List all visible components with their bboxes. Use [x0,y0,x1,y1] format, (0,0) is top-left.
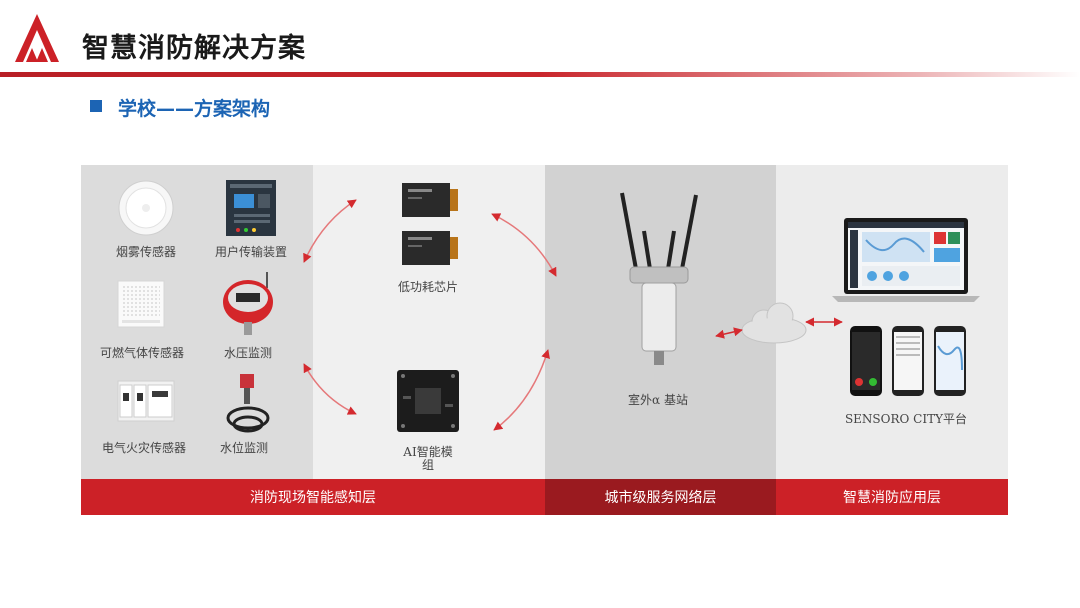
electrical-fire-sensor-label: 电气火灾传感器 [101,441,186,455]
arrow-sensors-to-chip [303,199,357,263]
application-layer-band: 智慧消防应用层 [776,479,1008,515]
ai-module-label: AI智能模 组 [403,445,453,472]
perception-layer-band: 消防现场智能感知层 [81,479,545,515]
low-power-chip-icon [402,183,458,265]
low-power-chip-label: 低功耗芯片 [397,280,458,294]
user-transmission-device-icon [226,180,276,236]
ai-module-icon [397,370,459,432]
water-level-label: 水位监测 [219,441,268,455]
title-divider [0,72,1080,77]
arrow-ai-to-station [493,349,550,431]
base-station-icon [620,192,698,365]
smoke-sensor-icon [118,180,174,236]
base-station-label: 室外α 基站 [628,393,688,407]
electrical-fire-sensor-icon [117,380,175,422]
gas-sensor-label: 可燃气体传感器 [99,346,184,360]
company-logo-icon [15,14,59,62]
arrow-sensors-to-ai [303,363,357,415]
bullet-square-icon [90,100,102,112]
platform-label: SENSORO CITY平台 [844,412,968,426]
arrow-chip-to-station [491,213,557,277]
slide-title: 智慧消防解决方案 [82,33,306,64]
laptop-dashboard-icon [832,218,980,302]
water-pressure-gauge-icon [223,272,273,335]
user-transmission-device-label: 用户传输装置 [214,245,287,259]
section-title: 学校——方案架构 [118,98,271,120]
arrow-station-to-cloud [715,327,743,339]
mobile-phones-icon [850,326,966,396]
water-level-sensor-icon [226,374,270,433]
water-pressure-label: 水压监测 [223,346,272,360]
gas-sensor-icon [117,280,165,328]
network-layer-band: 城市级服务网络层 [545,479,776,515]
smoke-sensor-label: 烟雾传感器 [115,245,176,259]
